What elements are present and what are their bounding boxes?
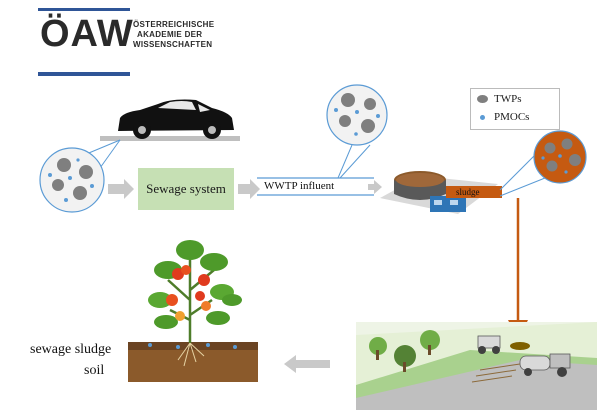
logo-name-line1: ÖSTERREICHISCHE [133,20,215,29]
flow-arrow [238,179,260,199]
pmoc-particle-icon [480,114,485,120]
logo-name-line2: AKADEMIE DER [137,30,203,39]
wwtp-influent-label: WWTP influent [264,179,335,193]
sewage-system-box: Sewage system [138,168,234,210]
particle-zoom-circle-top [326,84,388,146]
twp-particle-icon [477,95,488,103]
legend-twps-label: TWPs [494,93,522,105]
car-icon [100,99,240,141]
logo-institution-name: ÖSTERREICHISCHE AKADEMIE DER WISSENSCHAF… [133,20,214,50]
flow-arrow [108,179,134,199]
legend-item-pmocs: PMOCs [477,111,529,123]
zoom-line [99,139,121,169]
sludge-label: sludge [456,187,480,197]
logo-name-line3: WISSENSCHAFTEN [133,40,213,49]
sludge-zoom-circle [533,130,587,184]
soil-label: soil [84,363,105,378]
legend: TWPs PMOCs [470,88,560,130]
logo-bottom-bar [38,72,130,76]
return-arrow [284,355,330,373]
logo-top-bar [38,8,130,11]
legend-item-twps: TWPs [477,93,522,105]
tomato-plant-icon [128,240,258,382]
particle-zoom-circle-left [39,147,105,213]
wwtp-plant-icon [380,171,502,214]
sewage-sludge-label: sewage sludge [30,342,112,357]
field-scene [356,322,597,410]
logo-letters: ÖAW [40,13,134,55]
legend-pmocs-label: PMOCs [494,111,530,123]
sewage-system-label: Sewage system [146,181,226,196]
